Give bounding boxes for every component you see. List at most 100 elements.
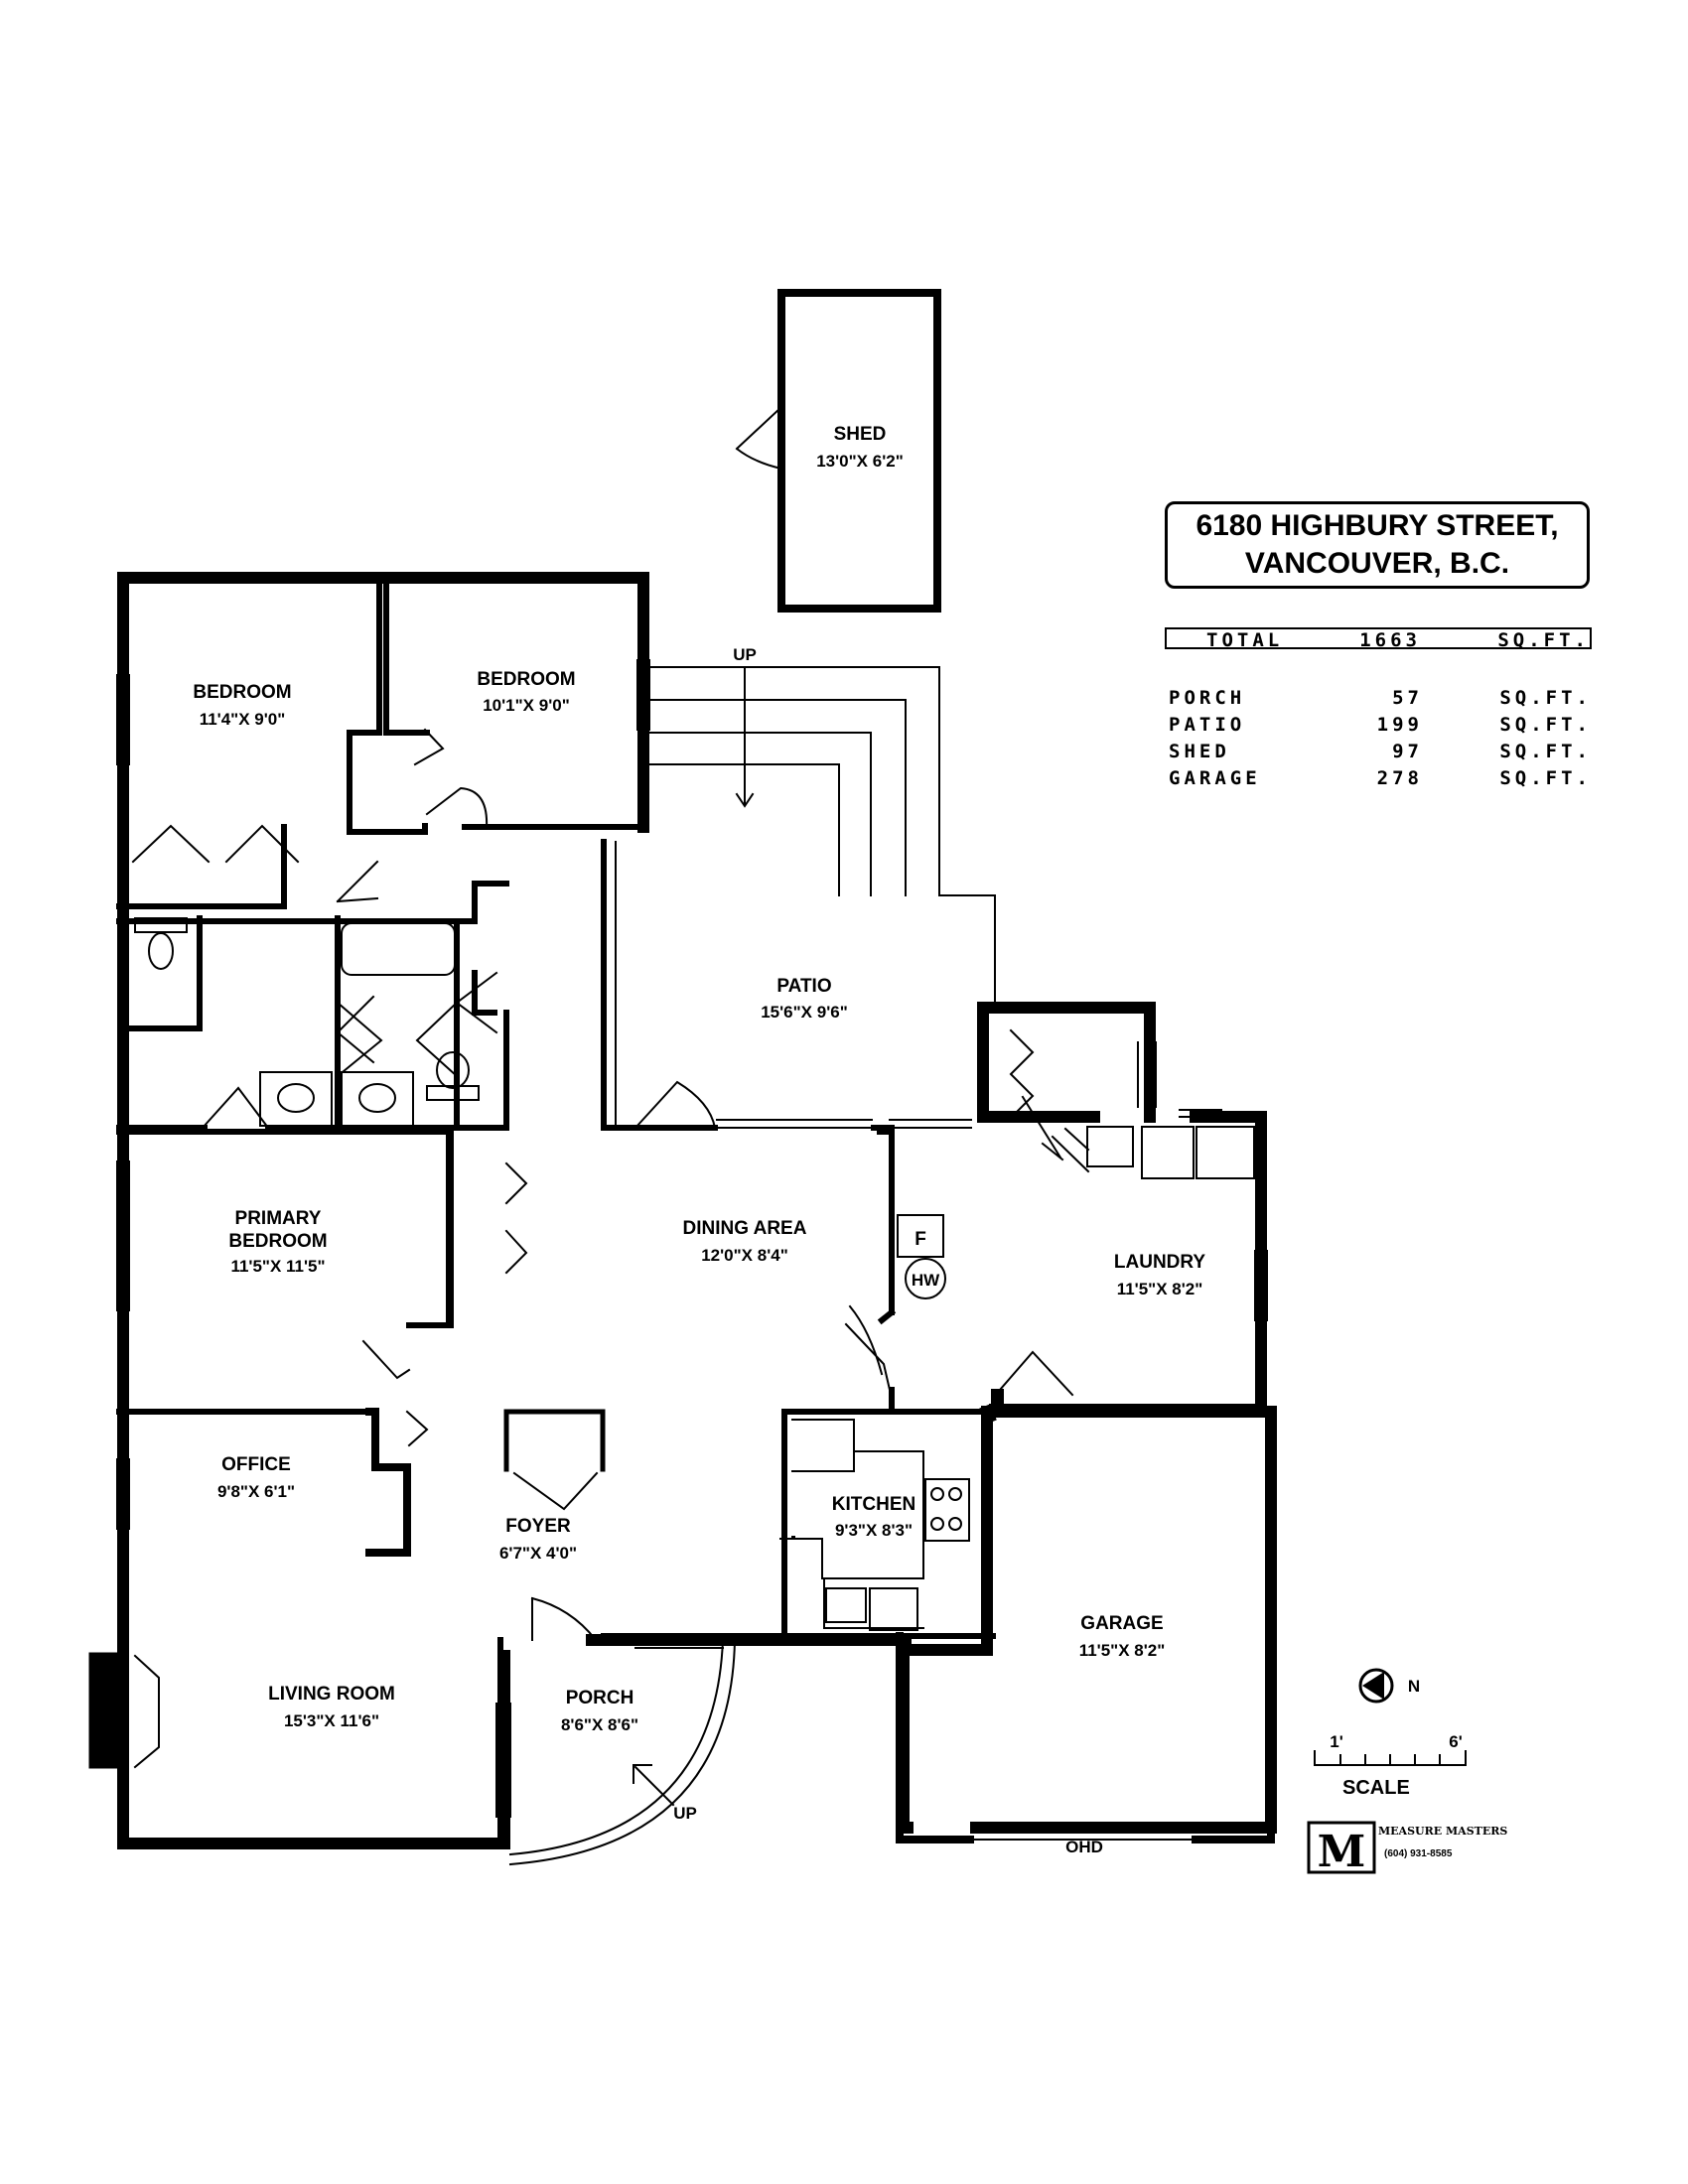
fireplace-hearth	[133, 1654, 160, 1769]
interior-wall-office	[365, 1408, 411, 1557]
primary-bedroom-dims: 11'5"X 11'5"	[230, 1257, 325, 1276]
address-line-1: 6180 HIGHBURY STREET,	[1196, 509, 1559, 542]
area-total-row: TOTAL 1663 SQ.FT.	[1165, 627, 1592, 651]
living-windows	[170, 1839, 458, 1846]
logo-company: MEASURE MASTERS	[1378, 1825, 1508, 1838]
furnace-label: F	[914, 1229, 926, 1250]
porch-name: PORCH	[566, 1688, 634, 1708]
range	[924, 1478, 970, 1542]
patio-stairs	[642, 666, 940, 896]
garage-name: GARAGE	[1080, 1613, 1163, 1634]
interior-wall-bedrooms	[116, 583, 646, 1016]
dryer	[1196, 1126, 1255, 1179]
shed-door	[735, 405, 783, 471]
washer	[1141, 1126, 1195, 1179]
area-row-patio: PATIO 199 SQ.FT.	[1169, 714, 1592, 741]
burner-3	[930, 1517, 944, 1531]
primary-bedroom-name-2: BEDROOM	[228, 1231, 327, 1252]
up-patio-label: UP	[733, 645, 757, 664]
dishwasher	[869, 1587, 918, 1631]
area-label: SHED	[1169, 741, 1230, 762]
porch-door	[530, 1596, 598, 1642]
sink-counter-1	[259, 1071, 333, 1127]
burner-2	[948, 1487, 962, 1501]
furnace-box	[897, 1214, 944, 1258]
address-box: 6180 HIGHBURY STREET, VANCOUVER, B.C.	[1165, 501, 1590, 589]
laundry-dims: 11'5"X 8'2"	[1117, 1280, 1203, 1298]
sink-1	[277, 1083, 315, 1113]
kitchen-counters	[779, 1419, 924, 1629]
living-name: LIVING ROOM	[268, 1684, 395, 1705]
burner-1	[930, 1487, 944, 1501]
fireplace	[88, 1652, 124, 1769]
up-porch-label: UP	[673, 1804, 697, 1823]
toilet-bowl-1	[148, 932, 174, 970]
bedroom2-name: BEDROOM	[477, 669, 575, 690]
foyer-dims: 6'7"X 4'0"	[499, 1544, 577, 1563]
scale-end: 6'	[1449, 1732, 1463, 1751]
scale-bar	[1314, 1750, 1467, 1766]
area-value: 97	[1392, 741, 1423, 762]
bedroom1-name: BEDROOM	[193, 682, 291, 703]
area-unit: SQ.FT.	[1499, 714, 1592, 736]
area-row-porch: PORCH 57 SQ.FT.	[1169, 687, 1592, 714]
interior-wall-dining	[601, 1125, 996, 1639]
area-row-garage: GARAGE 278 SQ.FT.	[1169, 767, 1592, 794]
patio-dims: 15'6"X 9'6"	[761, 1003, 848, 1022]
office-name: OFFICE	[221, 1454, 291, 1475]
measure-masters-logo: M	[1307, 1821, 1376, 1877]
living-dims: 15'3"X 11'6"	[284, 1711, 379, 1730]
area-unit: SQ.FT.	[1499, 767, 1592, 789]
kitchen-name: KITCHEN	[832, 1494, 915, 1515]
area-unit: SQ.FT.	[1499, 687, 1592, 709]
address-line-2: VANCOUVER, B.C.	[1244, 547, 1510, 580]
shed-walls	[777, 289, 941, 613]
area-summary: TOTAL 1663 SQ.FT. PORCH 57 SQ.FT. PATIO …	[1165, 627, 1592, 794]
foyer-closet-walls	[503, 1409, 606, 1472]
area-total-unit: SQ.FT.	[1497, 629, 1590, 651]
toilet-bowl-2	[436, 1051, 470, 1089]
door-swings	[131, 728, 1090, 1447]
area-total-value: 1663	[1359, 629, 1421, 651]
shed-dims: 13'0"X 6'2"	[816, 452, 904, 471]
area-total-label: TOTAL	[1206, 629, 1284, 651]
area-label: GARAGE	[1169, 767, 1261, 789]
porch-arc	[508, 1638, 737, 1866]
area-unit: SQ.FT.	[1499, 741, 1592, 762]
up-arrow-porch	[633, 1764, 675, 1807]
kitchen-sink	[825, 1587, 867, 1623]
scale-label: SCALE	[1342, 1777, 1410, 1799]
ohd-label: OHD	[1065, 1838, 1103, 1856]
bathtub	[341, 922, 456, 976]
porch-dims: 8'6"X 8'6"	[561, 1715, 638, 1734]
sink-2	[358, 1083, 396, 1113]
wall-windows	[116, 659, 1268, 1818]
toilet-tank-2	[426, 1085, 480, 1101]
garage-dims: 11'5"X 8'2"	[1079, 1641, 1166, 1660]
laundry-name: LAUNDRY	[1114, 1252, 1206, 1273]
burner-4	[948, 1517, 962, 1531]
laundry-sink	[1086, 1126, 1134, 1167]
logo-phone: (604) 931-8585	[1384, 1848, 1453, 1859]
dining-dims: 12'0"X 8'4"	[701, 1246, 788, 1265]
scale-start: 1'	[1330, 1732, 1343, 1751]
area-label: PATIO	[1169, 714, 1246, 736]
sink-counter-2	[341, 1071, 414, 1127]
north-arrow	[1358, 1668, 1394, 1704]
dining-name: DINING AREA	[683, 1218, 807, 1239]
area-row-shed: SHED 97 SQ.FT.	[1169, 741, 1592, 767]
foyer-name: FOYER	[505, 1516, 571, 1537]
bath-door	[336, 1001, 459, 1078]
logo-mark: M	[1318, 1827, 1366, 1877]
area-label: PORCH	[1169, 687, 1246, 709]
kitchen-dims: 9'3"X 8'3"	[835, 1521, 913, 1540]
patio-name: PATIO	[776, 976, 831, 997]
primary-bedroom-name-1: PRIMARY	[235, 1208, 322, 1229]
bedroom2-dims: 10'1"X 9'0"	[483, 696, 570, 715]
hot-water-label: HW	[912, 1271, 940, 1290]
patio-wall	[601, 839, 635, 1131]
shed-name: SHED	[834, 424, 887, 445]
bathroom-walls	[116, 915, 509, 1131]
patio-boundary	[642, 666, 996, 1009]
